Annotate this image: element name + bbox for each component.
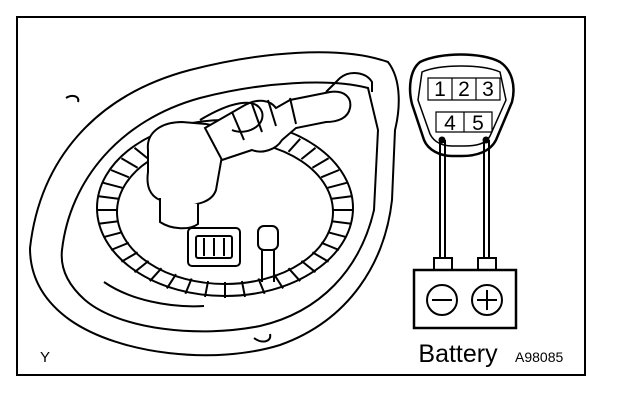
ring-tooth [287, 138, 301, 153]
pump-cap [146, 120, 225, 206]
connector-face: 1 2 3 4 5 [408, 53, 515, 158]
ring-tooth [149, 267, 163, 282]
ring-tooth [110, 169, 130, 179]
ring-tooth [331, 195, 352, 200]
ring-tooth [184, 278, 193, 295]
positive-terminal [477, 257, 497, 271]
negative-terminal [433, 257, 453, 271]
pin-2-label: 2 [458, 78, 470, 101]
ring-tooth [331, 220, 352, 225]
pin-3-label: 3 [482, 78, 494, 101]
ring-tooth [166, 273, 177, 289]
negative-lead [439, 140, 446, 262]
ring-tooth [311, 251, 330, 263]
connector-bottom-row [435, 111, 493, 133]
tank-recess [60, 81, 380, 333]
ring-tooth [257, 278, 266, 295]
ring-tooth [133, 147, 150, 160]
pump-connector-face [195, 235, 233, 259]
tank-tab-left [65, 94, 80, 103]
ring-tooth [327, 181, 347, 189]
wire-loop [199, 101, 264, 133]
positive-lead [483, 140, 490, 262]
connector-inner-rim [417, 65, 507, 147]
ring-tooth [98, 220, 119, 225]
ring-tooth [311, 157, 330, 169]
battery-label: Battery [418, 340, 498, 368]
ring-tooth [327, 231, 347, 239]
pump-cap-base [159, 198, 199, 230]
ring-tooth [287, 267, 301, 282]
ring-tooth [300, 260, 317, 273]
test-leads [439, 140, 490, 262]
lower-bracket [103, 281, 205, 308]
pin-5-label: 5 [472, 112, 484, 135]
ring-tooth [110, 241, 130, 251]
tank-outline [28, 51, 400, 357]
ring-tooth [120, 251, 139, 263]
pipe-nut [257, 225, 279, 251]
ring-tooth [103, 181, 123, 189]
ring-tooth [320, 241, 340, 251]
ring-tooth [273, 273, 284, 289]
ring-tooth [204, 280, 210, 298]
connector-housing [408, 53, 515, 158]
ring-tooth [240, 280, 246, 298]
ring-tooth [120, 157, 139, 169]
ring-tooth [103, 231, 123, 239]
battery: Battery [412, 257, 518, 368]
hose-bend [325, 72, 373, 93]
hose-clamps [231, 97, 297, 141]
pin-1-label: 1 [434, 78, 446, 101]
fuel-tank-illustration [28, 51, 400, 357]
tank-tab-bottom [253, 333, 272, 343]
pipe [261, 250, 275, 282]
view-letter: Y [40, 349, 50, 366]
battery-body [412, 268, 518, 330]
reference-code: A98085 [515, 349, 563, 365]
connector-top-dividers [451, 78, 477, 100]
negative-symbol-circle [426, 284, 458, 316]
ring-tooth [133, 260, 150, 273]
ring-tooth [320, 169, 340, 179]
ring-tooth [98, 195, 119, 200]
ring-tooth [300, 147, 317, 160]
positive-symbol-circle [471, 284, 503, 316]
pump-connector-slots [203, 238, 225, 256]
pin-4-label: 4 [444, 112, 456, 135]
